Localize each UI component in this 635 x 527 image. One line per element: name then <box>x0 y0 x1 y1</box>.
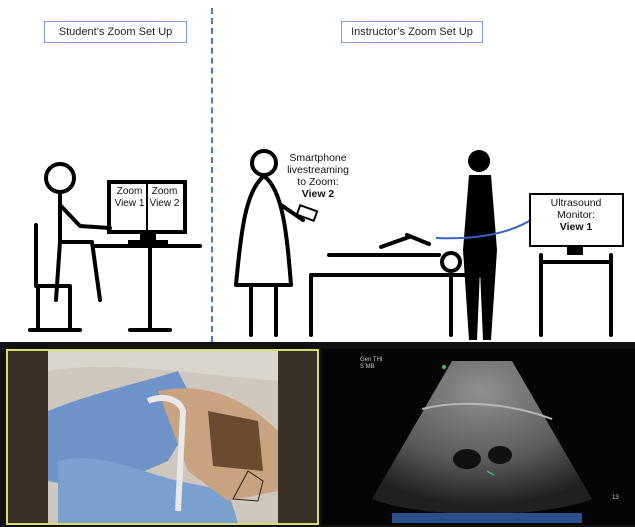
smartphone-video-panel <box>6 349 319 525</box>
assistant-head <box>252 151 276 175</box>
us-mode-line-1: Gen THI <box>360 357 383 364</box>
ultrasound-image <box>322 349 635 525</box>
instructor-figure <box>463 150 497 340</box>
zoom-view-2-label: Zoom View 2 <box>147 186 182 230</box>
smartphone-callout: Smartphone livestreaming to Zoom: View 2 <box>283 152 353 200</box>
smartphone-callout-text: Smartphone livestreaming to Zoom: <box>283 152 353 188</box>
exam-bed <box>311 275 481 335</box>
monitor-callout-text: Ultrasound Monitor: <box>533 197 619 221</box>
student-head <box>46 164 74 192</box>
monitor-callout: Ultrasound Monitor: View 1 <box>533 197 619 233</box>
student-arm <box>60 205 110 228</box>
patient-head <box>442 253 460 271</box>
student-desk <box>95 246 200 330</box>
patient-body <box>329 235 439 255</box>
smartphone-callout-view: View 2 <box>302 188 335 200</box>
us-depth-number: 13 <box>612 495 619 502</box>
zoom-view-1-label: Zoom View 1 <box>112 186 147 230</box>
us-mode-line-2: S MB <box>360 364 375 371</box>
ultrasound-monitor-panel: Gen THI S MB 13 <box>322 349 635 525</box>
monitor-callout-view: View 1 <box>560 221 593 233</box>
instructor-setup-illustration <box>211 0 635 342</box>
scan-photo <box>8 351 317 523</box>
student-setup-illustration <box>0 0 211 342</box>
ultrasound-cart <box>541 255 611 335</box>
